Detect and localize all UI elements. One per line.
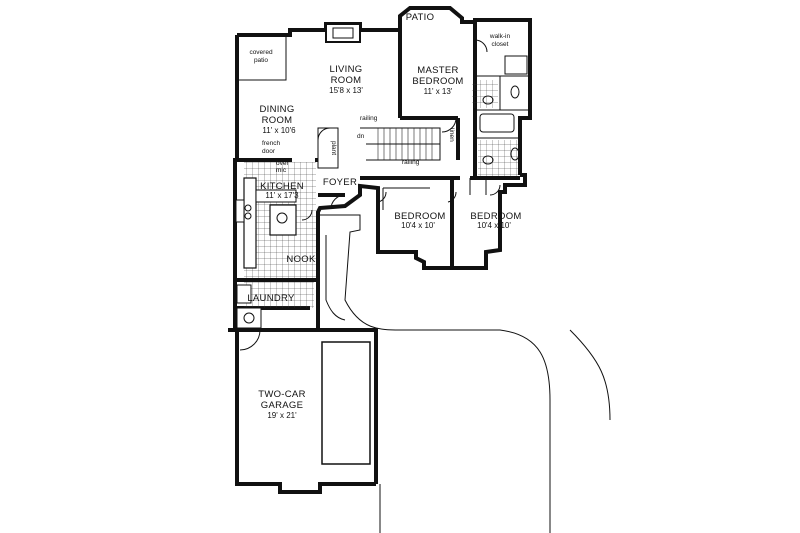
master-bedroom-name-1: MASTER <box>417 65 458 76</box>
linen-label: linen <box>448 128 455 142</box>
patio-label: PATIO <box>406 12 435 23</box>
fireplace <box>325 23 361 43</box>
living-room-dims: 15'8 x 13' <box>329 86 363 95</box>
living-room-name-1: LIVING <box>330 64 363 75</box>
over-mic-label-2: mic <box>276 167 287 174</box>
window-markers <box>250 7 482 493</box>
bedroom-2-name: BEDROOM <box>470 211 521 222</box>
over-mic-label-1: over <box>276 160 289 167</box>
garage-door <box>321 341 371 465</box>
dining-room-dims: 11' x 10'6 <box>262 126 296 135</box>
plant-shelf-label: plant <box>330 141 337 155</box>
kitchen-tile-floor <box>235 80 518 329</box>
bath-fixtures <box>479 55 528 165</box>
driveway <box>320 214 611 533</box>
french-door-label-1: french <box>262 140 280 147</box>
walk-in-label-1: walk-in <box>489 33 511 40</box>
master-bedroom-name-2: BEDROOM <box>412 76 463 87</box>
railing-label-2: railing <box>402 159 420 166</box>
french-door-label-2: door <box>262 148 276 155</box>
staircase <box>366 128 440 160</box>
garage-dims: 19' x 21' <box>267 411 297 420</box>
master-bedroom-dims: 11' x 13' <box>424 87 453 96</box>
garage-name-2: GARAGE <box>261 400 303 411</box>
bedroom-2-dims: 10'4 x 10' <box>477 221 511 230</box>
covered-patio-label-1: covered <box>249 49 273 56</box>
garage-name-1: TWO-CAR <box>258 389 305 400</box>
bedroom-1-name: BEDROOM <box>394 211 445 222</box>
walk-in-label-2: closet <box>492 41 509 48</box>
dining-room-name-1: DINING <box>259 104 294 115</box>
door-swings <box>239 39 501 351</box>
kitchen-dims: 11' x 17'3 <box>265 191 299 200</box>
kitchen-name: KITCHEN <box>260 181 304 192</box>
bedroom-1-dims: 10'4 x 10' <box>401 221 435 230</box>
dining-room-name-2: ROOM <box>262 115 293 126</box>
stair-dn-label: dn <box>357 133 365 140</box>
laundry-label: LAUNDRY <box>247 293 295 304</box>
room-labels: PATIO covered patio walk-in closet LIVIN… <box>247 12 521 420</box>
living-room-name-2: ROOM <box>331 75 362 86</box>
foyer-label: FOYER <box>323 177 357 188</box>
nook-label: NOOK <box>286 254 316 265</box>
railing-label-1: railing <box>360 115 378 122</box>
covered-patio-label-2: patio <box>254 57 268 64</box>
